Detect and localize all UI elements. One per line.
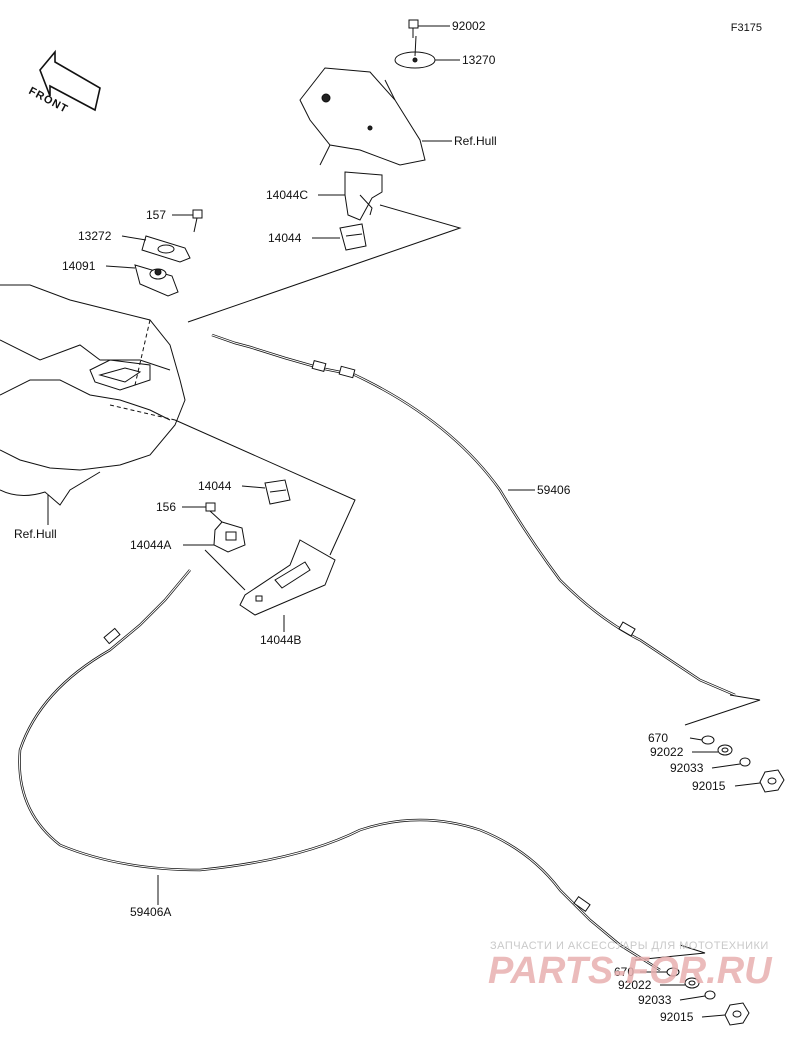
reference-lines <box>174 204 761 961</box>
seal-plate-13272 <box>141 235 191 263</box>
label-156: 156 <box>156 500 176 514</box>
left-hull-part <box>0 284 186 506</box>
bracket-14044C <box>344 171 383 221</box>
label-92015-a: 92015 <box>692 779 726 793</box>
clip-14044-mid <box>264 479 291 505</box>
cable-59406A <box>18 569 661 972</box>
label-59406A: 59406A <box>130 905 171 919</box>
label-14044-mid: 14044 <box>198 479 232 493</box>
label-14091: 14091 <box>62 259 96 273</box>
label-670-b: 670 <box>614 965 634 979</box>
clip-14044-top <box>339 223 367 251</box>
label-ref-hull-left: Ref.Hull <box>14 527 57 541</box>
label-59406: 59406 <box>537 483 571 497</box>
cable-59406 <box>211 333 736 697</box>
label-157: 157 <box>146 208 166 222</box>
label-14044-top: 14044 <box>268 231 302 245</box>
label-13270: 13270 <box>462 53 496 67</box>
label-14044C: 14044C <box>266 188 308 202</box>
plate-13270 <box>394 35 436 69</box>
fasteners-set-a <box>701 735 785 793</box>
fasteners-set-b <box>666 967 750 1026</box>
top-hull-part <box>299 67 426 166</box>
label-92033-b: 92033 <box>638 993 672 1007</box>
front-arrow-icon <box>39 49 101 112</box>
leader-lines <box>47 25 761 1018</box>
bracket-14044B <box>239 539 336 616</box>
label-92022-b: 92022 <box>618 978 652 992</box>
clip-14044A <box>213 521 246 553</box>
label-92022-a: 92022 <box>650 745 684 759</box>
watermark-tagline: ЗАПЧАСТИ И АКСЕССУАРЫ ДЛЯ МОТОТЕХНИКИ <box>490 940 769 952</box>
watermark-brand: PARTS-FOR.RU <box>488 950 772 992</box>
label-14044B: 14044B <box>260 633 301 647</box>
label-92002: 92002 <box>452 19 486 33</box>
label-92015-b: 92015 <box>660 1010 694 1024</box>
diagram-code: F3175 <box>730 22 762 34</box>
label-14044A: 14044A <box>130 538 171 552</box>
label-13272: 13272 <box>78 229 112 243</box>
label-ref-hull-top: Ref.Hull <box>454 134 497 148</box>
bolt-156 <box>205 502 223 523</box>
label-92033-a: 92033 <box>670 761 704 775</box>
bolt-157 <box>192 209 203 233</box>
bolt-92002 <box>408 19 419 38</box>
label-670-a: 670 <box>648 731 668 745</box>
grommet-14091 <box>134 264 179 297</box>
